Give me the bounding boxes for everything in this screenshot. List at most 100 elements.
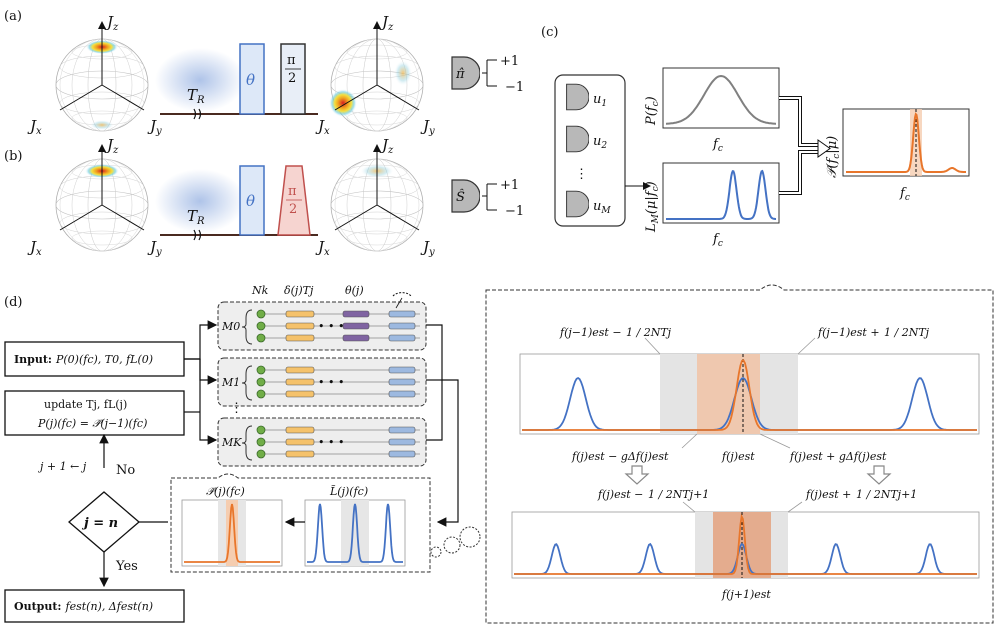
gate-block xyxy=(285,366,315,374)
outcome-minus-b: −1 xyxy=(505,204,524,219)
mid-center-label: f(j)est xyxy=(721,450,755,463)
gate-block xyxy=(342,334,370,342)
decision-text: j = n xyxy=(81,516,118,531)
gate-block xyxy=(388,334,416,342)
zoom-top-posterior-curve xyxy=(522,358,977,431)
outcome-dots: ⋮ xyxy=(575,167,588,182)
measurement-outcomes-box xyxy=(554,74,626,227)
mk-label: MK xyxy=(221,436,242,449)
detector-a xyxy=(451,56,497,90)
m0-hdots: • • • xyxy=(318,320,344,333)
theta-pulse-b: θ xyxy=(246,192,255,210)
mini-posterior-curve xyxy=(184,503,280,563)
top-right-bound: f(j−1)est + xyxy=(817,326,880,339)
parity-operator: π̂ xyxy=(455,67,465,82)
axis-jz-a2: Jz xyxy=(379,13,394,33)
axis-jx-b2: Jx xyxy=(315,238,330,258)
gate-block xyxy=(285,450,315,458)
mini-likelihood-curve xyxy=(307,503,403,563)
ensemble-brace xyxy=(241,309,253,345)
qubit-node xyxy=(256,425,266,435)
outcome-minus-a: −1 xyxy=(505,80,524,95)
gate-block xyxy=(285,438,315,446)
mk-hdots: • • • xyxy=(318,436,344,449)
gate-block xyxy=(388,390,416,398)
m0-label: M0 xyxy=(221,320,240,333)
low-left-bound: f(j)est − xyxy=(597,488,643,501)
posterior-axis-label: 𝒫(fc|μ) xyxy=(825,136,842,178)
qubit-node xyxy=(256,377,266,387)
axis-jy-b2: Jy xyxy=(420,238,435,258)
axis-jy-a2: Jy xyxy=(420,117,435,137)
ensemble-brace xyxy=(241,425,253,461)
sphere-b-left xyxy=(55,144,149,252)
spin-operator: Ŝ xyxy=(456,188,465,205)
axis-jx-b1: Jx xyxy=(27,238,42,258)
panel-a-label: (a) xyxy=(4,9,22,24)
gate-block xyxy=(285,334,315,342)
m1-label: M1 xyxy=(221,376,240,389)
gate-block xyxy=(388,366,416,374)
axis-jy-b1: Jy xyxy=(147,238,162,258)
qubit-node xyxy=(256,365,266,375)
theta-pulse-a: θ xyxy=(246,71,255,89)
posterior-x-label: fc xyxy=(899,186,910,203)
panel-d-label: (d) xyxy=(4,295,22,310)
axis-jy-a1: Jy xyxy=(147,117,162,137)
likelihood-axis-label: LM(μ|fc) xyxy=(644,181,661,233)
qubit-node xyxy=(256,309,266,319)
qubit-node xyxy=(256,321,266,331)
output-box xyxy=(4,589,185,623)
outcome-u1: u1 xyxy=(593,92,607,109)
axis-jx-a1: Jx xyxy=(27,117,42,137)
gate-block xyxy=(285,310,315,318)
m1-hdots: • • • xyxy=(318,376,344,389)
gate-block xyxy=(388,438,416,446)
bottom-center-label: f(j+1)est xyxy=(721,588,771,601)
posterior-shading xyxy=(910,109,922,176)
ensemble-brace xyxy=(241,365,253,401)
axis-jz-b2: Jz xyxy=(379,136,394,156)
panel-c-label: (c) xyxy=(541,25,558,40)
tr-label-a: TR xyxy=(187,86,205,106)
posterior-plot-frame xyxy=(842,108,970,177)
output-text: Output:fest(n), Δfest(n) xyxy=(14,600,153,613)
outcome-u2: u2 xyxy=(593,134,607,151)
gate-block xyxy=(388,426,416,434)
ramsey-sequence-b xyxy=(155,165,318,241)
loop-label: j + 1 ← j xyxy=(37,460,87,473)
gate-block xyxy=(342,310,370,318)
prior-plot-frame xyxy=(662,67,780,129)
ramsey-sequence-a xyxy=(155,43,318,120)
qubit-node xyxy=(256,333,266,343)
sphere-b-right xyxy=(330,144,424,252)
sphere-a-left xyxy=(55,21,149,132)
gate-block xyxy=(285,322,315,330)
top-right-frac: 1 / 2NTj xyxy=(884,326,930,339)
axis-jx-a2: Jx xyxy=(315,117,330,137)
input-text: Input:P(0)(fc), T0, fL(0) xyxy=(14,353,153,366)
ensemble-vdots: ⋮ xyxy=(230,401,243,416)
outcome-plus-a: +1 xyxy=(500,54,519,69)
outcome-plus-b: +1 xyxy=(500,178,519,193)
qubit-node xyxy=(256,389,266,399)
gate-block xyxy=(342,322,370,330)
gate-block xyxy=(285,426,315,434)
detector-b xyxy=(451,179,497,213)
mid-left-bound: f(j)est − gΔf(j)est xyxy=(571,450,669,463)
update-line-2: P(j)(fc) = 𝒫̃(j−1)(fc) xyxy=(37,417,147,430)
zoom-bottom-posterior-curve xyxy=(514,513,977,575)
mini-likelihood-title: L̃(j)(fc) xyxy=(329,485,368,498)
input-box xyxy=(4,341,185,377)
theta-label: θ(j) xyxy=(345,284,364,297)
top-left-bound: f(j−1)est − xyxy=(559,326,622,339)
no-label: No xyxy=(116,463,135,478)
prior-curve xyxy=(666,74,776,125)
likelihood-x-label: fc xyxy=(712,232,723,249)
gate-block xyxy=(388,310,416,318)
top-left-frac: 1 / 2NTj xyxy=(626,326,672,339)
qubit-rows xyxy=(241,309,420,461)
update-box xyxy=(4,390,185,436)
likelihood-curve xyxy=(666,169,776,220)
